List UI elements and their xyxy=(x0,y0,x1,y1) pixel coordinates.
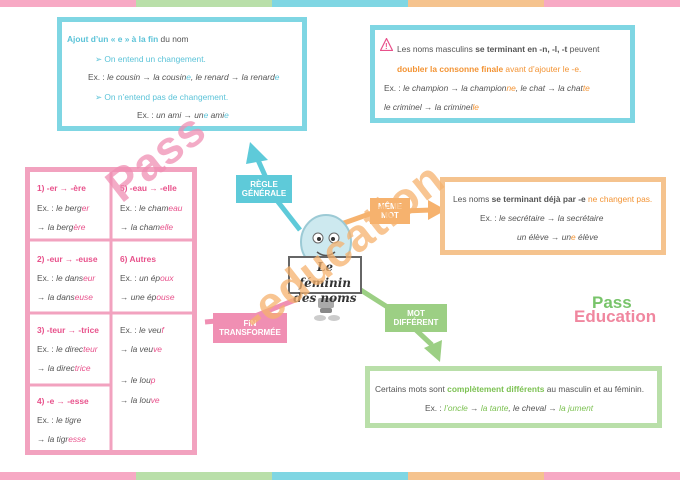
masculins-example-2: le criminel → la criminelle xyxy=(384,102,479,112)
warning-icon: ! xyxy=(379,37,394,52)
center-title-sign: Le féminin des noms xyxy=(288,256,362,305)
pass-education-logo: Pass Education xyxy=(574,293,657,326)
arrow-head-regle xyxy=(246,142,268,164)
meme-line-1: Les noms se terminant déjà par -e ne cha… xyxy=(453,194,653,204)
svg-text:!: ! xyxy=(385,42,388,51)
masculins-box xyxy=(370,25,635,123)
bottom-color-stripe xyxy=(0,472,680,480)
lightbulb-mascot-icon xyxy=(300,214,352,321)
masculins-line-1: Les noms masculins se terminant en -n, -… xyxy=(397,44,600,54)
top-color-stripe xyxy=(0,0,680,7)
label-mot-different: MOT DIFFÉRENT xyxy=(385,304,447,332)
regle-example-1: Ex. : le cousin → la cousine, le renard … xyxy=(88,72,280,82)
meme-mot-box xyxy=(440,177,666,255)
regle-bullet-1: ➢ On entend un changement. xyxy=(95,54,206,64)
meme-example-2: un élève → une élève xyxy=(517,232,599,242)
regle-title: Ajout d’un « e » à la fin du nom xyxy=(67,34,189,44)
mot-different-box xyxy=(365,366,662,428)
masculins-line-2: doubler la consonne finale avant d’ajout… xyxy=(397,64,582,74)
regle-example-2: Ex. : un ami → une amie xyxy=(137,110,229,120)
arrow-head-different xyxy=(424,340,442,362)
label-fin-transformee: FIN TRANSFORMÉE xyxy=(213,313,287,343)
regle-bullet-2: ➢ On n’entend pas de changement. xyxy=(95,92,229,102)
different-example: Ex. : l’oncle → la tante, le cheval → la… xyxy=(425,403,594,413)
arrow-head-meme xyxy=(428,200,446,220)
different-line-1: Certains mots sont complètement différen… xyxy=(375,384,645,394)
label-regle-generale: RÈGLE GÉNÉRALE xyxy=(236,175,292,203)
meme-example-1: Ex. : le secrétaire → la secrétaire xyxy=(480,213,604,223)
regle-generale-box xyxy=(57,17,307,131)
masculins-example-1: Ex. : le champion → la championne, le ch… xyxy=(384,83,590,93)
label-meme-mot: MÊME MOT xyxy=(370,198,410,224)
